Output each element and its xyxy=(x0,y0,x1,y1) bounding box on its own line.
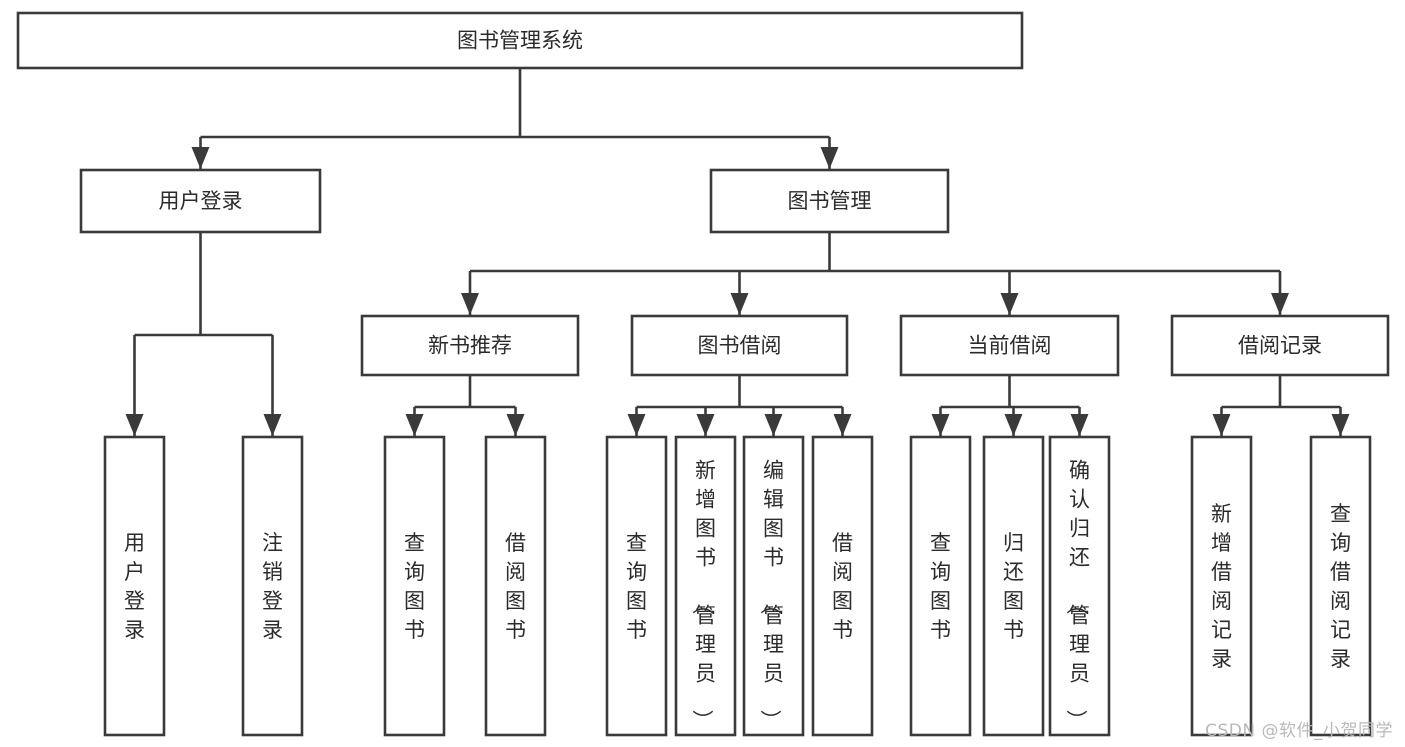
arrow-head-icon xyxy=(1331,414,1350,436)
node-label: 图书借阅 xyxy=(698,334,782,358)
node-box xyxy=(383,435,446,737)
node-label: 确认归还（管理员） xyxy=(1064,459,1090,731)
node-label: 图书管理系统 xyxy=(457,29,583,53)
arrow-head-icon xyxy=(263,414,282,436)
node-box xyxy=(899,314,1120,377)
node-label: 编辑图书（管理员） xyxy=(758,459,784,731)
node-leaf-add-book[interactable]: 新增图书（管理员） xyxy=(674,435,737,737)
node-box xyxy=(909,435,972,737)
arrow-head-icon xyxy=(696,414,715,436)
node-label: 用户登录 xyxy=(124,531,145,642)
node-box xyxy=(16,11,1024,70)
node-label: 借阅图书 xyxy=(505,531,526,642)
node-box xyxy=(674,435,737,737)
node-label: 用户登录 xyxy=(159,189,243,213)
node-label: 新增借阅记录 xyxy=(1211,502,1232,671)
node-layer: 图书管理系统用户登录图书管理新书推荐图书借阅当前借阅借阅记录用户登录注销登录查询… xyxy=(16,11,1390,737)
arrow-head-icon xyxy=(627,414,646,436)
arrow-head-icon xyxy=(833,414,852,436)
node-box xyxy=(709,168,950,234)
node-label: 新书推荐 xyxy=(428,334,512,358)
node-leaf-query-book-2[interactable]: 查询图书 xyxy=(605,435,668,737)
node-leaf-user-logout[interactable]: 注销登录 xyxy=(241,435,304,737)
node-box xyxy=(1170,314,1390,377)
node-box xyxy=(360,314,580,377)
node-book-management[interactable]: 图书管理 xyxy=(709,168,950,234)
node-box xyxy=(241,435,304,737)
arrow-head-icon xyxy=(764,414,783,436)
node-label: 查询图书 xyxy=(404,531,425,642)
arrow-head-icon xyxy=(1000,293,1019,315)
node-label: 查询图书 xyxy=(626,531,647,642)
node-new-book-recommend[interactable]: 新书推荐 xyxy=(360,314,580,377)
node-leaf-confirm-return[interactable]: 确认归还（管理员） xyxy=(1048,435,1111,737)
node-leaf-return-book[interactable]: 归还图书 xyxy=(982,435,1045,737)
node-label: 新增图书（管理员） xyxy=(690,459,716,731)
arrow-head-icon xyxy=(1070,414,1089,436)
node-box xyxy=(1190,435,1253,737)
arrow-head-icon xyxy=(125,414,144,436)
node-label: 查询借阅记录 xyxy=(1330,502,1351,671)
node-leaf-borrow-book-1[interactable]: 借阅图书 xyxy=(484,435,547,737)
csdn-watermark: CSDN @软件_小贺同学 xyxy=(1205,721,1393,741)
node-box xyxy=(79,168,322,234)
node-label: 注销登录 xyxy=(262,531,283,642)
node-leaf-edit-book[interactable]: 编辑图书（管理员） xyxy=(742,435,805,737)
node-leaf-query-book-3[interactable]: 查询图书 xyxy=(909,435,972,737)
node-label: 归还图书 xyxy=(1003,531,1024,642)
arrow-head-icon xyxy=(461,293,479,315)
arrow-head-icon xyxy=(1212,414,1231,436)
node-label: 图书管理 xyxy=(788,189,872,213)
node-current-borrow[interactable]: 当前借阅 xyxy=(899,314,1120,377)
node-label: 借阅记录 xyxy=(1238,334,1322,358)
arrow-head-icon xyxy=(1004,414,1023,436)
arrow-head-icon xyxy=(820,147,839,169)
node-root[interactable]: 图书管理系统 xyxy=(16,11,1024,70)
arrow-head-icon xyxy=(506,414,525,436)
arrow-head-icon xyxy=(1271,293,1289,315)
node-leaf-user-login[interactable]: 用户登录 xyxy=(103,435,166,737)
node-box xyxy=(1309,435,1372,737)
node-box xyxy=(982,435,1045,737)
arrow-head-icon xyxy=(191,147,210,169)
node-leaf-add-borrow-record[interactable]: 新增借阅记录 xyxy=(1190,435,1253,737)
node-borrow-record[interactable]: 借阅记录 xyxy=(1170,314,1390,377)
connector-layer xyxy=(125,68,1350,436)
node-leaf-query-book-1[interactable]: 查询图书 xyxy=(383,435,446,737)
node-label: 当前借阅 xyxy=(968,334,1052,358)
node-box xyxy=(742,435,805,737)
node-leaf-borrow-book-2[interactable]: 借阅图书 xyxy=(811,435,874,737)
node-label: 查询图书 xyxy=(930,531,951,642)
node-box xyxy=(1048,435,1111,737)
node-label: 借阅图书 xyxy=(832,531,853,642)
node-box xyxy=(484,435,547,737)
arrow-head-icon xyxy=(405,414,424,436)
arrow-head-icon xyxy=(730,293,749,315)
node-box xyxy=(811,435,874,737)
node-leaf-query-borrow-record[interactable]: 查询借阅记录 xyxy=(1309,435,1372,737)
node-book-borrow[interactable]: 图书借阅 xyxy=(630,314,849,377)
node-box xyxy=(630,314,849,377)
node-user-login[interactable]: 用户登录 xyxy=(79,168,322,234)
node-box xyxy=(103,435,166,737)
node-box xyxy=(605,435,668,737)
arrow-head-icon xyxy=(931,414,950,436)
